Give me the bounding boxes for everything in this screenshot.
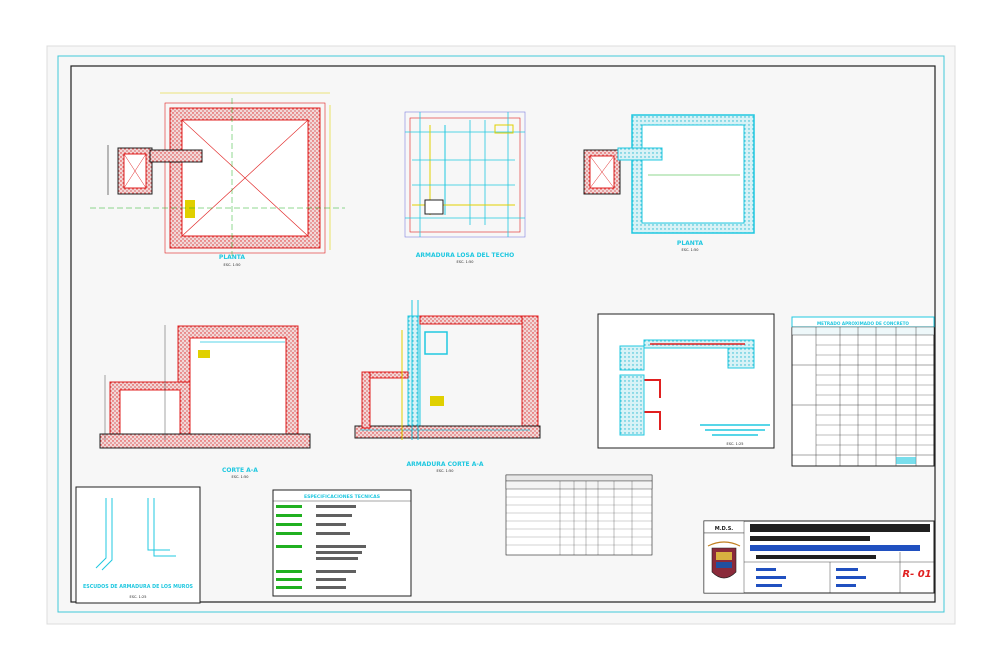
section-aa: CORTE A-A ESC. 1:50 xyxy=(99,325,311,479)
plan1-title: PLANTA xyxy=(219,254,246,261)
plan-view-2: PLANTA ESC. 1:50 xyxy=(583,114,755,252)
detail-scale: ESC. 1:25 xyxy=(727,442,744,446)
section-aa-scale: ESC. 1:50 xyxy=(232,475,249,479)
shield-detail-title: ESCUDOS DE ARMADURA DE LOS MUROS xyxy=(83,584,194,590)
section-aa-reinforcement: ARMADURA CORTE A-A ESC. 1:50 xyxy=(354,300,541,473)
shield-detail-scale: ESC. 1:25 xyxy=(130,595,147,599)
sheet-code: R- 01 xyxy=(902,569,931,580)
title-block: M.D.S. R- 01 xyxy=(703,520,935,594)
technical-specs: ESPECIFICACIONES TECNICAS xyxy=(272,489,412,597)
plan2-scale: ESC. 1:50 xyxy=(682,248,699,252)
section-reinf-scale: ESC. 1:50 xyxy=(437,469,454,473)
plan1-scale: ESC. 1:50 xyxy=(224,263,241,267)
roof-slab-reinforcement: ARMADURA LOSA DEL TECHO ESC. 1:50 xyxy=(404,111,526,264)
outer-border xyxy=(57,55,945,613)
specs-rows xyxy=(276,505,366,589)
inner-border xyxy=(70,65,936,603)
plan2-title: PLANTA xyxy=(677,240,704,247)
section-aa-title: CORTE A-A xyxy=(222,467,258,474)
title-block-org: M.D.S. xyxy=(715,526,734,532)
slab-scale: ESC. 1:50 xyxy=(457,260,474,264)
section-reinf-title: ARMADURA CORTE A-A xyxy=(407,461,484,468)
quantities-table-title: METRADO APROXIMADO DE CONCRETO xyxy=(817,321,909,326)
specs-title: ESPECIFICACIONES TECNICAS xyxy=(304,494,380,500)
rebar-schedule-table xyxy=(505,474,653,556)
municipal-logo xyxy=(707,541,741,579)
wall-shield-detail: ESCUDOS DE ARMADURA DE LOS MUROS ESC. 1:… xyxy=(75,486,201,604)
plan-view-1: PLANTA ESC. 1:50 xyxy=(90,92,345,267)
slab-title: ARMADURA LOSA DEL TECHO xyxy=(416,252,515,259)
quantities-table: METRADO APROXIMADO DE CONCRETO xyxy=(791,316,935,467)
detail-box: ESC. 1:25 xyxy=(597,313,775,449)
